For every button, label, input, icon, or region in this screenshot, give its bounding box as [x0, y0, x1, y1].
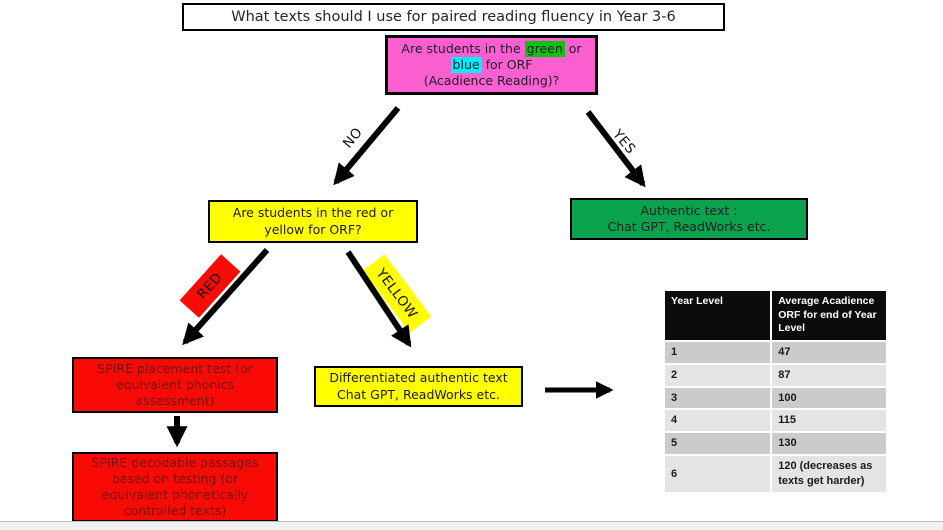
differentiated-line2: Chat GPT, ReadWorks etc. — [337, 386, 500, 402]
authentic-line1: Authentic text : — [640, 202, 738, 218]
differentiated-line1: Differentiated authentic text — [329, 370, 508, 386]
root-question-line3: (Acadience Reading)? — [423, 73, 560, 89]
root-question-line2: blue for ORF — [450, 56, 533, 74]
branch-label-yellow: YELLOW — [362, 254, 432, 333]
green-highlight: green — [524, 40, 565, 57]
authentic-text-box: Authentic text : Chat GPT, ReadWorks etc… — [570, 198, 808, 240]
branch-label-red: RED — [179, 254, 241, 318]
root-question-line1: Are students in the green or — [401, 40, 582, 57]
orf-benchmark-table: Year Level Average Acadience ORF for end… — [662, 289, 888, 494]
spire-decodable-box: SPIRE decodable passages based on testin… — [72, 452, 278, 522]
page-edge — [0, 521, 943, 530]
root-question-text: for ORF — [485, 56, 533, 72]
red-yellow-question-box: Are students in the red or yellow for OR… — [208, 200, 418, 243]
year-level-header: Year Level — [662, 289, 773, 342]
root-question-text: Are students in the — [401, 40, 521, 56]
branch-label-no: NO — [339, 124, 367, 152]
branch-label-yes: YES — [609, 126, 639, 158]
orf-header: Average Acadience ORF for end of Year Le… — [770, 289, 888, 342]
blue-highlight: blue — [450, 56, 482, 74]
spire-placement-box: SPIRE placement test (or equivalent phon… — [72, 357, 278, 413]
table-header-row: Year Level Average Acadience ORF for end… — [662, 289, 888, 342]
differentiated-text-box: Differentiated authentic text Chat GPT, … — [314, 366, 523, 407]
page-title: What texts should I use for paired readi… — [182, 3, 725, 31]
root-question-text: or — [568, 40, 582, 56]
root-question-box: Are students in the green or blue for OR… — [385, 35, 598, 95]
authentic-line2: Chat GPT, ReadWorks etc. — [607, 219, 771, 234]
